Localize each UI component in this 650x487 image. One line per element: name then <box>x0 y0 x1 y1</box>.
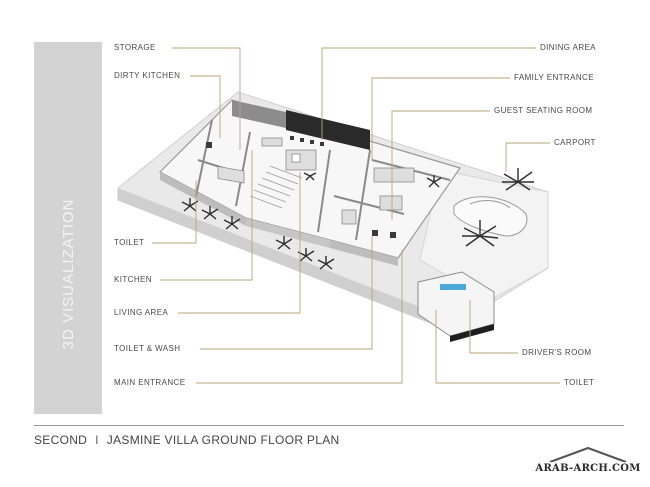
label-carport: CARPORT <box>554 138 596 147</box>
front-wall-mid <box>246 218 330 248</box>
caption-separator: I <box>95 433 99 447</box>
leader-lines <box>152 47 560 384</box>
car <box>453 196 528 237</box>
watermark-logo-icon <box>530 446 646 478</box>
leader-toilet-left <box>152 180 197 244</box>
label-main-entrance: MAIN ENTRANCE <box>114 378 186 387</box>
back-wall-left <box>232 100 286 128</box>
driveway <box>419 169 549 301</box>
label-drivers-room: DRIVER'S ROOM <box>522 348 592 357</box>
leader-dining-area <box>321 47 536 140</box>
side-panel: 3D VISUALIZATION <box>34 42 102 414</box>
watermark-text: ARAB-ARCH.COM <box>535 463 641 474</box>
leader-living-area <box>178 172 301 314</box>
label-family-entrance: FAMILY ENTRANCE <box>514 73 594 82</box>
front-wall-left <box>160 172 246 226</box>
label-toilet-right: TOILET <box>564 378 595 387</box>
partition <box>235 131 251 207</box>
leader-dirty-kitchen <box>190 75 221 138</box>
drivers-room-wall <box>450 324 494 342</box>
leader-kitchen <box>160 150 253 281</box>
window-accent <box>440 284 466 290</box>
label-dining-area: DINING AREA <box>540 43 596 52</box>
label-storage: STORAGE <box>114 43 156 52</box>
leader-carport <box>505 142 550 172</box>
label-dirty-kitchen: DIRTY KITCHEN <box>114 71 181 80</box>
partition <box>317 149 331 233</box>
back-wall-dark <box>286 110 370 150</box>
partition <box>355 149 371 241</box>
label-kitchen: KITCHEN <box>114 275 152 284</box>
leader-toilet-right <box>435 310 560 384</box>
leader-family-entrance <box>371 77 510 160</box>
label-guest-seating-room: GUEST SEATING ROOM <box>494 106 593 115</box>
caption-prefix: SECOND <box>34 433 88 447</box>
leader-main-entrance <box>196 250 403 384</box>
caption: SECOND I JASMINE VILLA GROUND FLOOR PLAN <box>34 433 339 447</box>
leader-guest-seating <box>391 110 490 220</box>
caption-divider <box>34 425 624 426</box>
partition <box>195 119 213 197</box>
stairs <box>249 165 303 209</box>
slab-edge <box>118 188 448 330</box>
label-toilet-left: TOILET <box>114 238 145 247</box>
leader-toilet-wash <box>200 236 373 350</box>
label-living-area: LIVING AREA <box>114 308 169 317</box>
plants <box>181 168 534 270</box>
leader-drivers-room <box>469 300 518 354</box>
front-wall-right <box>330 240 398 266</box>
label-toilet-wash: TOILET & WASH <box>114 344 181 353</box>
fixtures <box>206 136 396 238</box>
leader-storage <box>172 47 241 150</box>
furniture <box>217 137 415 225</box>
caption-title: JASMINE VILLA GROUND FLOOR PLAN <box>106 433 340 447</box>
